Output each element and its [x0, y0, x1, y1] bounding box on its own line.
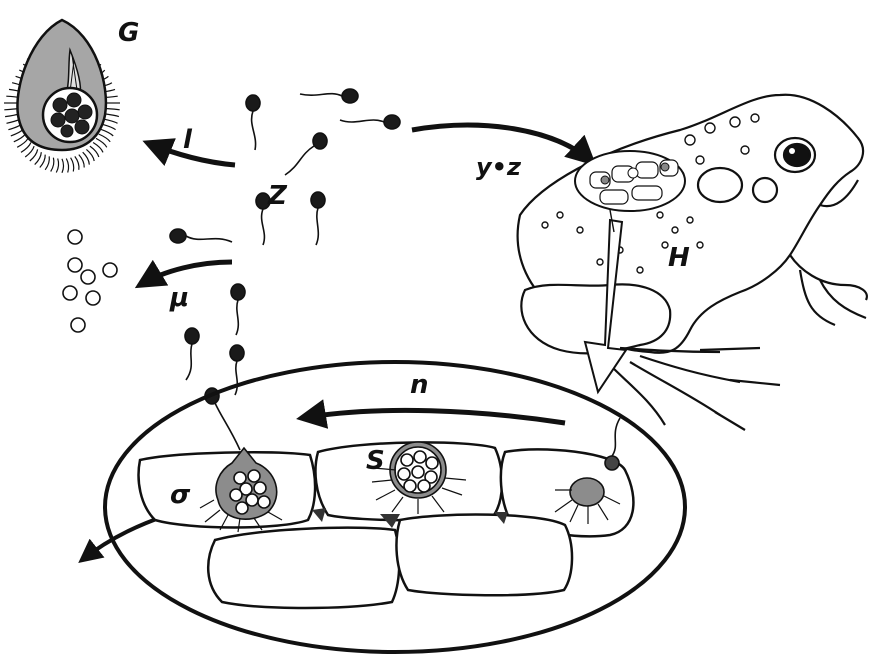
- cilium: [101, 129, 113, 136]
- cilium: [4, 109, 18, 110]
- cilium: [51, 158, 54, 172]
- cilium: [62, 159, 64, 173]
- zoospore-icon: [300, 89, 358, 103]
- label-s: S: [366, 448, 385, 474]
- cilium: [104, 119, 117, 123]
- spore-cluster: [63, 230, 117, 332]
- label-z: Z: [268, 183, 287, 209]
- encysting-zoospore: [605, 418, 620, 470]
- cilium: [75, 156, 79, 169]
- cilium: [79, 155, 84, 168]
- arrow-n: [302, 410, 565, 423]
- cilium: [105, 114, 119, 117]
- label-l: l: [183, 127, 192, 153]
- label-h: H: [668, 245, 690, 271]
- arrow-mu: [140, 262, 232, 285]
- label-mu: μ: [170, 285, 189, 311]
- label-n: n: [410, 372, 429, 398]
- zoospore-icon: [285, 133, 327, 175]
- label-yz: y•z: [476, 155, 521, 179]
- zoospore-icon: [231, 284, 245, 335]
- epidermis-section-icon: [105, 362, 685, 652]
- zoospore-icon: [185, 328, 199, 380]
- cilium: [66, 159, 68, 173]
- zoospore-icon: [311, 192, 325, 245]
- cilium: [106, 109, 120, 110]
- zoospore-icon: [246, 95, 260, 150]
- label-g: G: [118, 20, 139, 46]
- skin-zoom-icon: [575, 151, 685, 211]
- cilium: [71, 158, 74, 172]
- zoospore-icon: [170, 229, 232, 243]
- cilium: [11, 129, 23, 136]
- cilium: [103, 124, 116, 129]
- label-sigma: σ: [170, 482, 190, 508]
- cilium: [14, 134, 26, 142]
- cilium: [45, 156, 49, 169]
- zoospore-icon: [340, 115, 400, 129]
- organism-g-icon: [4, 20, 120, 173]
- cilium: [56, 159, 58, 173]
